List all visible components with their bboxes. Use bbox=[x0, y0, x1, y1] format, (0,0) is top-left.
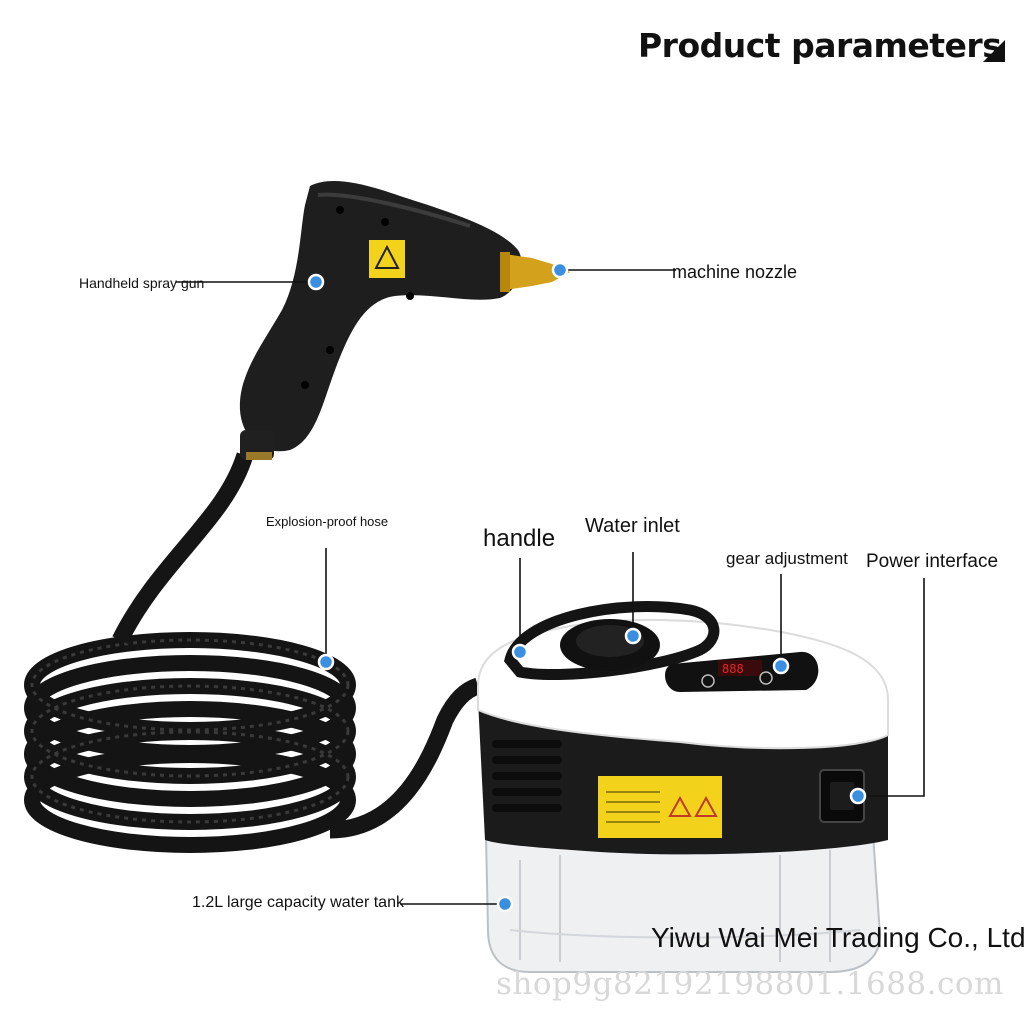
company-name: Yiwu Wai Mei Trading Co., Ltd. bbox=[651, 922, 1024, 953]
label-water-tank: 1.2L large capacity water tank bbox=[192, 894, 404, 911]
hose-lower bbox=[329, 677, 481, 839]
callout-lines bbox=[176, 269, 925, 905]
steam-machine: 888 bbox=[477, 601, 889, 973]
marker-dot-inlet bbox=[624, 627, 642, 645]
watermark: shop9g82192198801.1688.com bbox=[496, 966, 1004, 1002]
triangle-icon bbox=[983, 40, 1005, 62]
hose-upper bbox=[112, 452, 254, 644]
marker-dot-gear bbox=[772, 657, 790, 675]
label-nozzle: machine nozzle bbox=[672, 262, 798, 282]
label-water-inlet: Water inlet bbox=[585, 515, 680, 537]
hose-coil-highlight bbox=[30, 638, 350, 824]
marker-dot-hose bbox=[317, 653, 335, 671]
label-gear-adjustment: gear adjustment bbox=[726, 549, 848, 568]
marker-dots bbox=[307, 261, 867, 913]
marker-dot-spray-gun bbox=[307, 273, 325, 291]
hose-coil bbox=[24, 632, 356, 853]
nozzle bbox=[505, 254, 570, 290]
label-hose: Explosion-proof hose bbox=[266, 514, 389, 529]
label-spray-gun: Handheld spray gun bbox=[79, 275, 205, 291]
page-title: Product parameters bbox=[638, 26, 1002, 65]
label-handle: handle bbox=[483, 525, 556, 552]
marker-dot-nozzle bbox=[551, 261, 569, 279]
marker-dot-tank bbox=[496, 895, 514, 913]
spray-gun bbox=[239, 181, 570, 460]
marker-dot-handle bbox=[511, 643, 529, 661]
marker-dot-power bbox=[849, 787, 867, 805]
label-power-interface: Power interface bbox=[866, 551, 999, 572]
svg-text:888: 888 bbox=[722, 662, 744, 676]
